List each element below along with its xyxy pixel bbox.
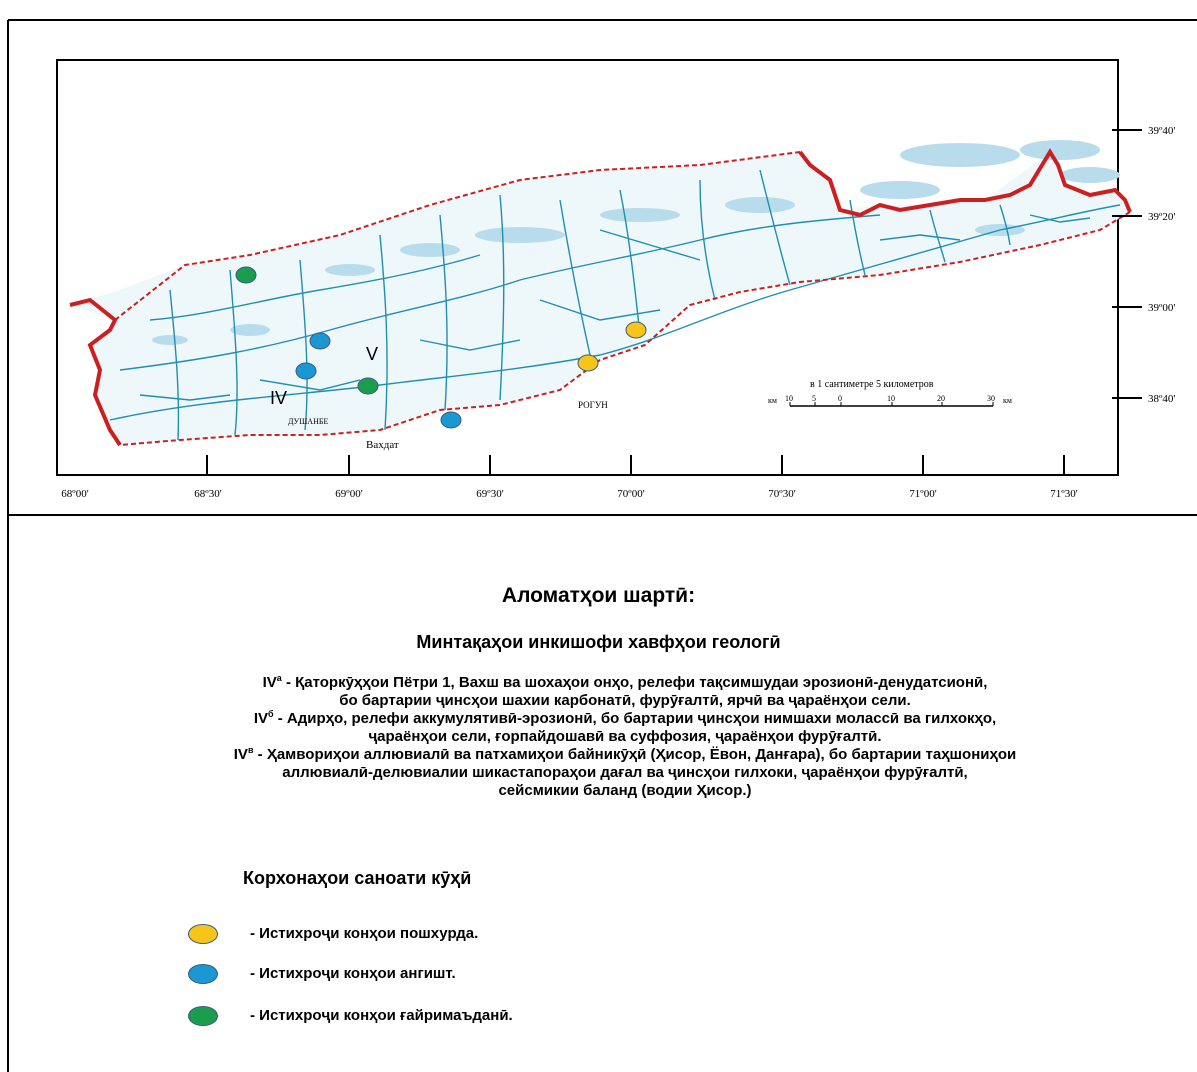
latitude-label: 39º40' — [1148, 125, 1175, 137]
scale-number: 10 — [785, 394, 793, 403]
longitude-label: 70º30' — [768, 488, 795, 500]
zone-code: IV — [262, 674, 277, 691]
zone-superscript: в — [247, 745, 254, 755]
zone-description-text: - Адирҳо, релефи аккумулятивӣ-эрозионӣ, … — [277, 710, 997, 727]
longitude-label: 69º00' — [335, 488, 362, 500]
longitude-ticks — [206, 455, 1065, 475]
zone-label: IV — [270, 388, 287, 408]
latitude-label: 39º20' — [1148, 211, 1175, 223]
scale-bar: в 1 сантиметре 5 километров км км 10 5 0… — [768, 379, 1012, 407]
blue-ellipse-icon — [188, 964, 218, 984]
longitude-label: 71º00' — [909, 488, 936, 500]
zone-superscript: б — [268, 709, 274, 719]
scale-number: 5 — [812, 394, 816, 403]
scale-unit-left: км — [768, 396, 777, 405]
deposit-marker-placer — [625, 321, 647, 339]
yellow-ellipse-icon — [188, 924, 218, 944]
longitude-label: 68º00' — [61, 488, 88, 500]
zone-description-line: IVв - Ҳамвориҳои аллювиалӣ ва патхамиҳои… — [60, 746, 1190, 764]
longitude-label: 70º00' — [617, 488, 644, 500]
region-area — [70, 152, 1130, 445]
state-border-west — [69, 297, 122, 447]
industry-heading: Корхонаҳои саноати кӯҳӣ — [243, 868, 472, 888]
zone-description-line: ҷараёнҳои сели, ғорпайдошавӣ ва суффозия… — [368, 728, 882, 745]
zone-superscript: а — [276, 673, 282, 683]
longitude-label: 71º30' — [1050, 488, 1077, 500]
green-ellipse-icon — [188, 1006, 218, 1026]
river-network — [109, 169, 1121, 441]
scale-number: 30 — [987, 394, 995, 403]
scale-unit-right: км — [1003, 396, 1012, 405]
zone-description-line: сейсмикии баланд (водии Ҳисор.) — [498, 782, 752, 799]
scale-number: 20 — [937, 394, 945, 403]
latitude-label: 38º40' — [1148, 393, 1175, 405]
town-label: ДУШАНБЕ — [288, 417, 328, 426]
deposit-marker-placer — [577, 354, 599, 372]
legend-heading: Аломатҳои шартӣ: — [501, 584, 696, 607]
town-label: РОГУН — [578, 400, 608, 410]
latitude-ticks — [1112, 129, 1142, 399]
zone-code: IV — [253, 710, 269, 727]
deposit-marker-coal — [295, 362, 317, 380]
latitude-label: 39º00' — [1148, 302, 1175, 314]
deposit-marker-coal — [309, 332, 331, 350]
state-border-thick — [798, 148, 1132, 218]
zone-label: V — [366, 344, 378, 364]
zone-description-text: - Қаторкӯҳҳои Пётри 1, Вахш ва шохаҳои о… — [285, 674, 988, 691]
deposit-marker-nonmetal — [357, 377, 379, 395]
deposit-marker-coal — [440, 411, 462, 429]
legend-symbol-label: - Истихроҷи конҳои ғайримаъданӣ. — [250, 1007, 513, 1024]
zone-description-line: аллювиалӣ-делювиалии шикастапораҳои даға… — [282, 764, 968, 781]
deposit-marker-nonmetal — [235, 266, 257, 284]
zone-code: IV — [233, 746, 248, 763]
longitude-label: 68º30' — [194, 488, 221, 500]
legend-symbol-label: - Истихроҷи конҳои ангишт. — [250, 965, 456, 982]
zone-description-line: бо бартарии ҷинсҳои шахии карбонатӣ, фур… — [339, 692, 911, 709]
zone-description-line: IVб - Адирҳо, релефи аккумулятивӣ-эрозио… — [60, 710, 1190, 728]
scale-number: 10 — [887, 394, 895, 403]
zone-description-line: IVа - Қаторкӯҳҳои Пётри 1, Вахш ва шохаҳ… — [60, 674, 1190, 692]
region-boundary-dashed — [114, 151, 1131, 446]
longitude-label: 69º30' — [476, 488, 503, 500]
legend-subheading: Минтақаҳои инкишофи хавфҳои геологӣ — [416, 632, 781, 652]
scale-number: 0 — [838, 394, 842, 403]
hazard-zone-descriptions: IVа - Қаторкӯҳҳои Пётри 1, Вахш ва шохаҳ… — [60, 674, 1190, 800]
zone-description-text: - Ҳамвориҳои аллювиалӣ ва патхамиҳои бай… — [257, 746, 1017, 763]
town-label: Вахдат — [366, 439, 399, 451]
scale-title: в 1 сантиметре 5 километров — [810, 379, 934, 390]
legend-symbol-label: - Истихроҷи конҳои пошхурда. — [250, 925, 479, 942]
